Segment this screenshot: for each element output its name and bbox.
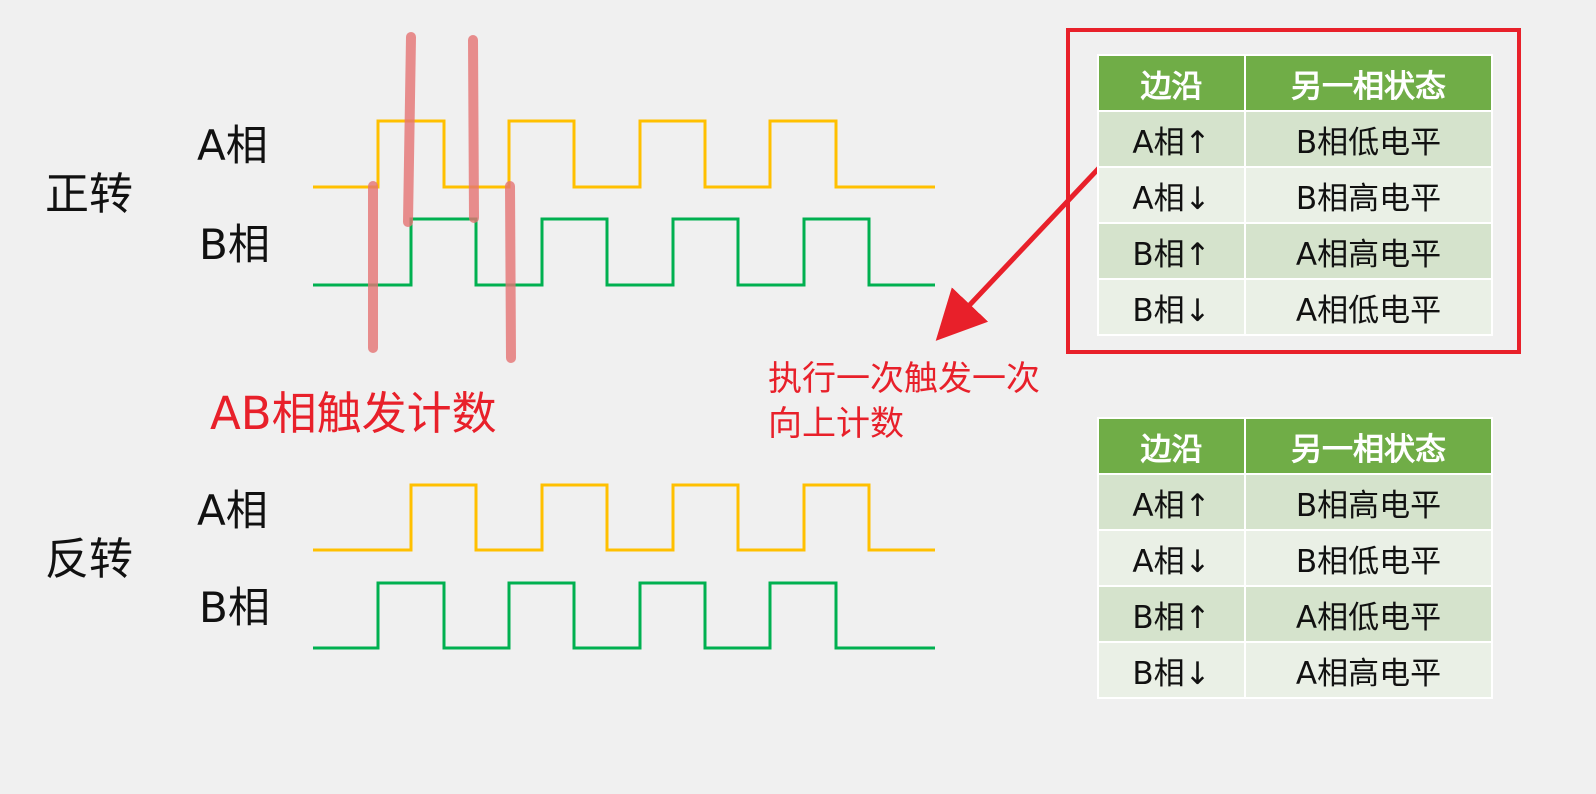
table-row: B相↓ A相高电平 [1097,641,1493,699]
reverse-edge-table: 边沿 另一相状态 A相↑ B相高电平 A相↓ B相低电平 B相↑ A相低电平 B… [1097,417,1493,699]
annotation-arrow [935,148,1118,341]
state-cell: A相低电平 [1244,278,1493,336]
state-cell: B相高电平 [1244,166,1493,224]
edge-cell: A相↓ [1097,529,1246,587]
edge-cell: A相↓ [1097,166,1246,224]
forward-phase-b-label: B相 [199,220,270,269]
reverse-phase-b-wave [313,581,935,650]
forward-edge-table: 边沿 另一相状态 A相↑ B相低电平 A相↓ B相高电平 B相↑ A相高电平 B… [1097,54,1493,336]
reverse-phase-b-label: B相 [199,583,270,632]
highlight-box [1066,28,1521,354]
table-row: A相↑ B相高电平 [1097,473,1493,531]
edge-cell: A相↑ [1097,110,1246,168]
state-cell: B相低电平 [1244,110,1493,168]
exec-annotation-line2: 向上计数 [768,404,904,444]
edge-marker-4 [505,181,516,363]
reverse-phase-a-label: A相 [197,486,268,535]
state-cell: A相高电平 [1244,222,1493,280]
forward-phase-a-label: A相 [197,121,268,170]
table-header-row: 边沿 另一相状态 [1097,417,1493,475]
table-row: A相↑ B相低电平 [1097,110,1493,168]
state-cell: A相低电平 [1244,585,1493,643]
forward-phase-a-wave [313,119,935,189]
edge-cell: A相↑ [1097,473,1246,531]
header-edge: 边沿 [1097,417,1246,475]
edge-cell: B相↓ [1097,278,1246,336]
edge-cell: B相↑ [1097,222,1246,280]
state-cell: B相高电平 [1244,473,1493,531]
table-row: A相↓ B相高电平 [1097,166,1493,224]
table-row: B相↑ A相高电平 [1097,222,1493,280]
exec-annotation-line1: 执行一次触发一次 [768,359,1040,399]
reverse-label: 反转 [45,534,133,585]
edge-cell: B相↓ [1097,641,1246,699]
state-cell: B相低电平 [1244,529,1493,587]
header-edge: 边沿 [1097,54,1246,112]
table-row: A相↓ B相低电平 [1097,529,1493,587]
table-row: B相↑ A相低电平 [1097,585,1493,643]
header-other-phase: 另一相状态 [1244,417,1493,475]
forward-phase-b-wave [313,217,935,287]
edge-marker-3 [468,35,479,223]
table-header-row: 边沿 另一相状态 [1097,54,1493,112]
ab-trigger-annotation: AB相触发计数 [210,387,497,440]
edge-marker-2 [403,32,416,227]
edge-cell: B相↑ [1097,585,1246,643]
header-other-phase: 另一相状态 [1244,54,1493,112]
reverse-phase-a-wave [313,483,935,552]
forward-label: 正转 [45,169,133,220]
state-cell: A相高电平 [1244,641,1493,699]
table-row: B相↓ A相低电平 [1097,278,1493,336]
